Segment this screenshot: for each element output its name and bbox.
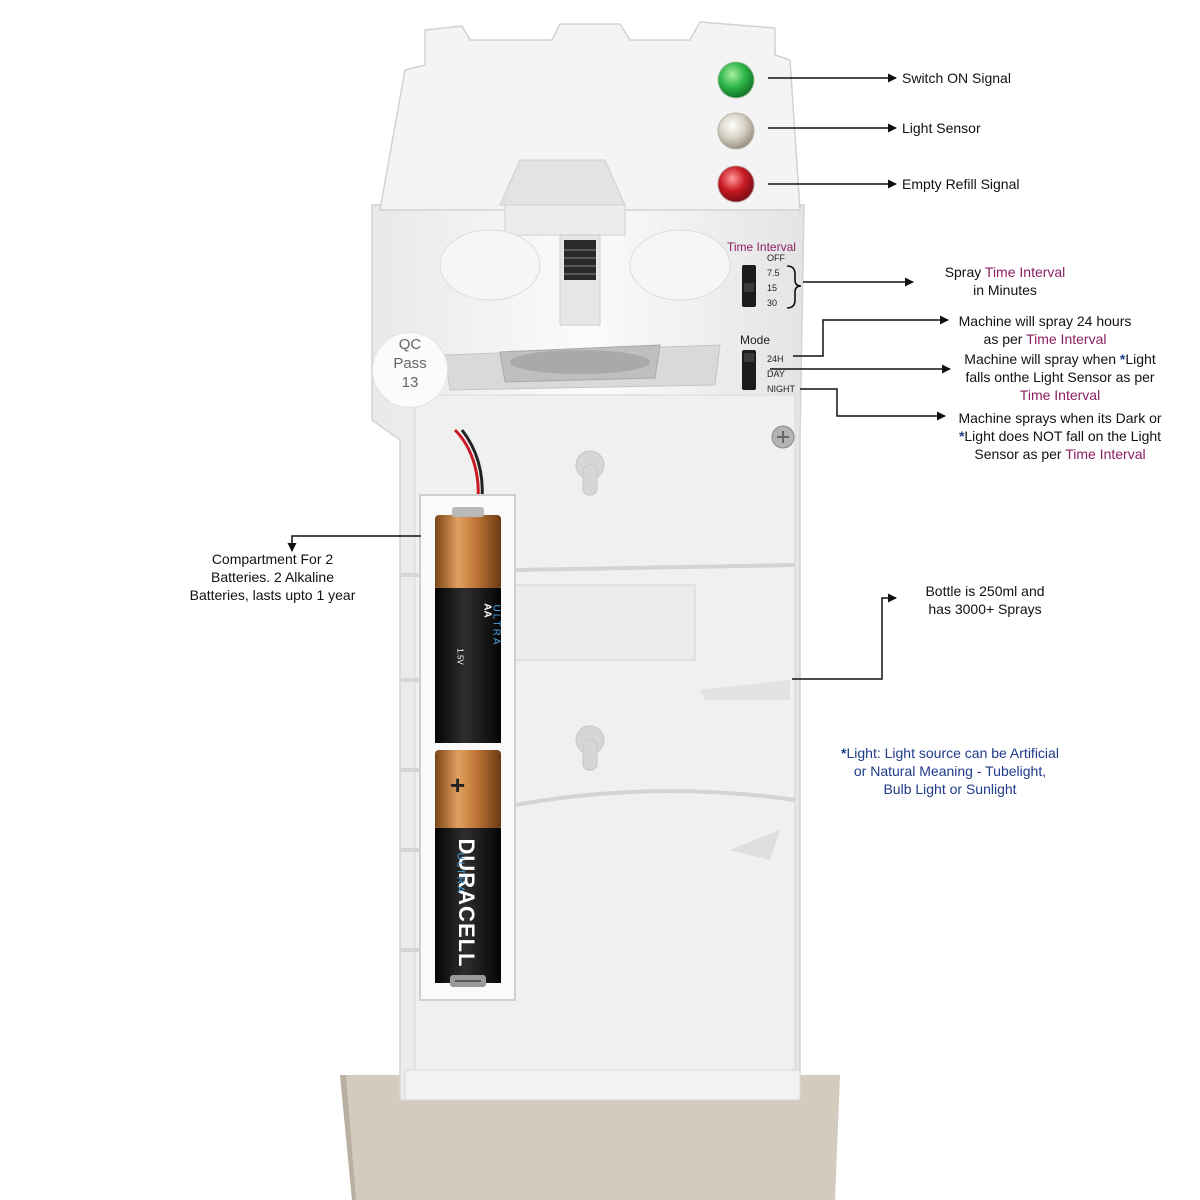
time-interval-title: Time Interval <box>727 240 796 254</box>
light-source-note: *Light: Light source can be Artificial o… <box>830 744 1070 798</box>
battery-1-ultra: ULTRA <box>490 604 502 647</box>
battery-2-body <box>435 828 501 983</box>
mode-day-line1-post: Light <box>1125 351 1156 367</box>
mode-day-line1-pre: Machine will spray when <box>964 351 1120 367</box>
light-sensor-callout: Light Sensor <box>902 120 981 136</box>
mode-day-callout: Machine will spray when *Light falls ont… <box>950 350 1170 404</box>
empty-refill-callout: Empty Refill Signal <box>902 176 1020 192</box>
note-line3: Bulb Light or Sunlight <box>883 781 1017 797</box>
time-option-15: 15 <box>767 283 778 293</box>
battery-1-volts: 1.5V <box>455 648 465 665</box>
battery-1-top <box>435 515 501 590</box>
mode-night-star: * <box>958 428 965 444</box>
battery-line1: Compartment For 2 <box>211 551 334 567</box>
mode-24h-pre: as per <box>983 331 1027 347</box>
mode-option-day: DAY <box>767 369 785 379</box>
top-cap <box>379 21 801 211</box>
battery-line2: Batteries. 2 Alkaline <box>211 569 334 585</box>
battery-callout: Compartment For 2 Batteries. 2 Alkaline … <box>160 550 385 604</box>
battery-line3: Batteries, lasts upto 1 year <box>189 587 356 603</box>
note-star: * <box>841 745 847 761</box>
spray-interval-callout: Spray Time Interval in Minutes <box>900 263 1110 299</box>
mode-option-night: NIGHT <box>767 384 795 394</box>
mode-title: Mode <box>740 333 771 347</box>
mode-night-line1: Machine sprays when its Dark or <box>958 410 1162 426</box>
battery-2-plus: + <box>450 770 466 800</box>
switch-on-callout: Switch ON Signal <box>902 70 1011 86</box>
battery-2-ultra: ULTRA <box>454 852 466 895</box>
mode-night-callout: Machine sprays when its Dark or *Light d… <box>945 409 1175 463</box>
spray-interval-post: in Minutes <box>973 282 1037 298</box>
mode-day-star: * <box>1119 351 1126 367</box>
bottle-callout: Bottle is 250ml and has 3000+ Sprays <box>895 582 1075 618</box>
mode-day-line2: falls onthe Light Sensor as per <box>965 369 1155 385</box>
time-option-off: OFF <box>767 253 785 263</box>
qc-line1: QC <box>398 336 422 353</box>
qc-pass-sticker: QC Pass 13 <box>372 332 448 408</box>
time-option-7-5: 7.5 <box>767 268 780 278</box>
mode-night-line2: Light does NOT fall on the Light <box>964 428 1162 444</box>
mode-day-hl: Time Interval <box>1019 387 1101 403</box>
battery-2-top <box>435 750 501 830</box>
battery-1-aa: AA <box>481 603 493 618</box>
bottle-line1: Bottle is 250ml and <box>925 583 1045 599</box>
mode-24h-callout: Machine will spray 24 hours as per Time … <box>940 312 1150 348</box>
time-option-30: 30 <box>767 298 778 308</box>
qc-line3: 13 <box>401 374 419 391</box>
mode-24h-line1: Machine will spray 24 hours <box>958 313 1132 329</box>
spray-interval-hl: Time Interval <box>984 264 1066 280</box>
mode-option-24h: 24H <box>767 354 784 364</box>
mode-24h-hl: Time Interval <box>1026 331 1107 347</box>
mode-night-hl: Time Interval <box>1065 446 1146 462</box>
led-red <box>717 165 755 203</box>
led-clear <box>717 112 755 150</box>
note-line1: Light: Light source can be Artificial <box>846 745 1059 761</box>
bottle-line2: has 3000+ Sprays <box>928 601 1042 617</box>
mode-night-pre: Sensor as per <box>974 446 1066 462</box>
battery-1-body <box>435 588 501 743</box>
spray-interval-pre: Spray <box>944 264 985 280</box>
note-line2: or Natural Meaning - Tubelight, <box>853 763 1047 779</box>
qc-line2: Pass <box>393 355 427 372</box>
led-green <box>717 61 755 99</box>
door-panel <box>340 1075 840 1200</box>
